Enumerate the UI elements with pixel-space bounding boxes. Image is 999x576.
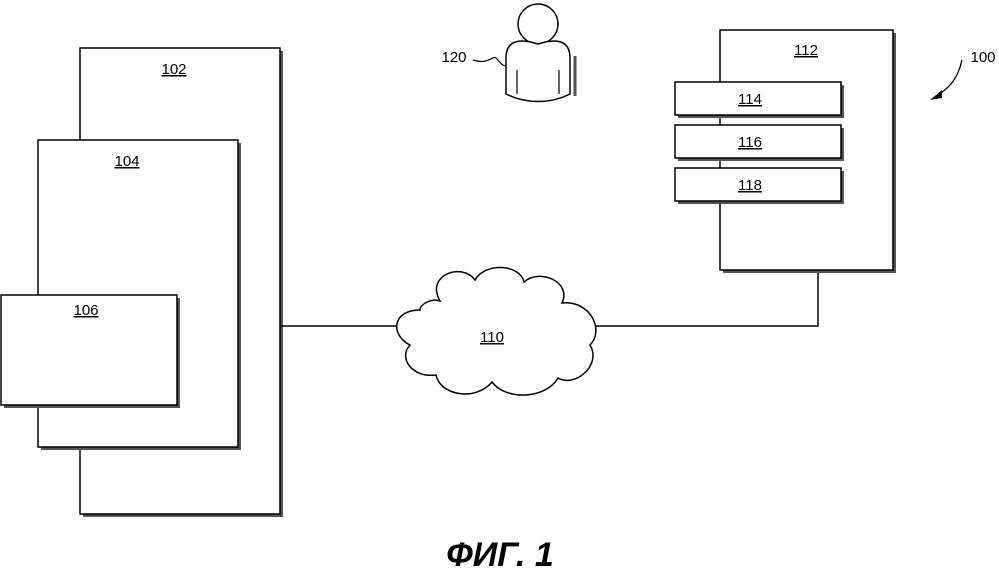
label-110: 110 [480, 329, 504, 346]
label-114: 114 [738, 91, 762, 108]
label-106: 106 [73, 302, 98, 319]
label-102: 102 [161, 61, 186, 78]
label-104: 104 [114, 153, 139, 170]
user-leader-line [473, 57, 506, 66]
reference-arrow-100 [930, 60, 962, 100]
label-118: 118 [738, 177, 762, 194]
label-120: 120 [441, 49, 466, 66]
user-icon [506, 4, 575, 102]
connection-line-right [590, 270, 818, 326]
label-112: 112 [794, 42, 818, 59]
label-116: 116 [738, 134, 762, 151]
figure-caption: ФИГ. 1 [446, 536, 554, 574]
label-100: 100 [970, 49, 995, 66]
